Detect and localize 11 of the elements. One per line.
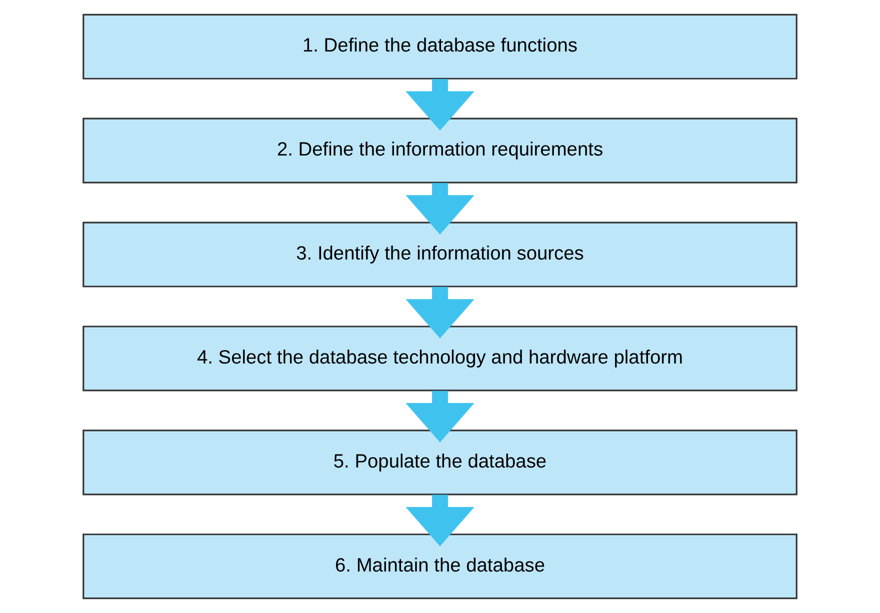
- arrow: [406, 390, 474, 442]
- arrow: [406, 286, 474, 338]
- arrow: [406, 494, 474, 546]
- arrow: [406, 182, 474, 234]
- node-box: 3. Identify the information sources: [82, 222, 798, 288]
- node-box: 4. Select the database technology and hardware platform: [82, 326, 798, 392]
- node-box: 5. Populate the database: [82, 430, 798, 496]
- node-box: 2. Define the information requirements: [82, 118, 798, 184]
- node-box: 6. Maintain the database: [82, 534, 798, 600]
- node-box: 1. Define the database functions: [82, 14, 798, 80]
- arrow: [406, 79, 474, 131]
